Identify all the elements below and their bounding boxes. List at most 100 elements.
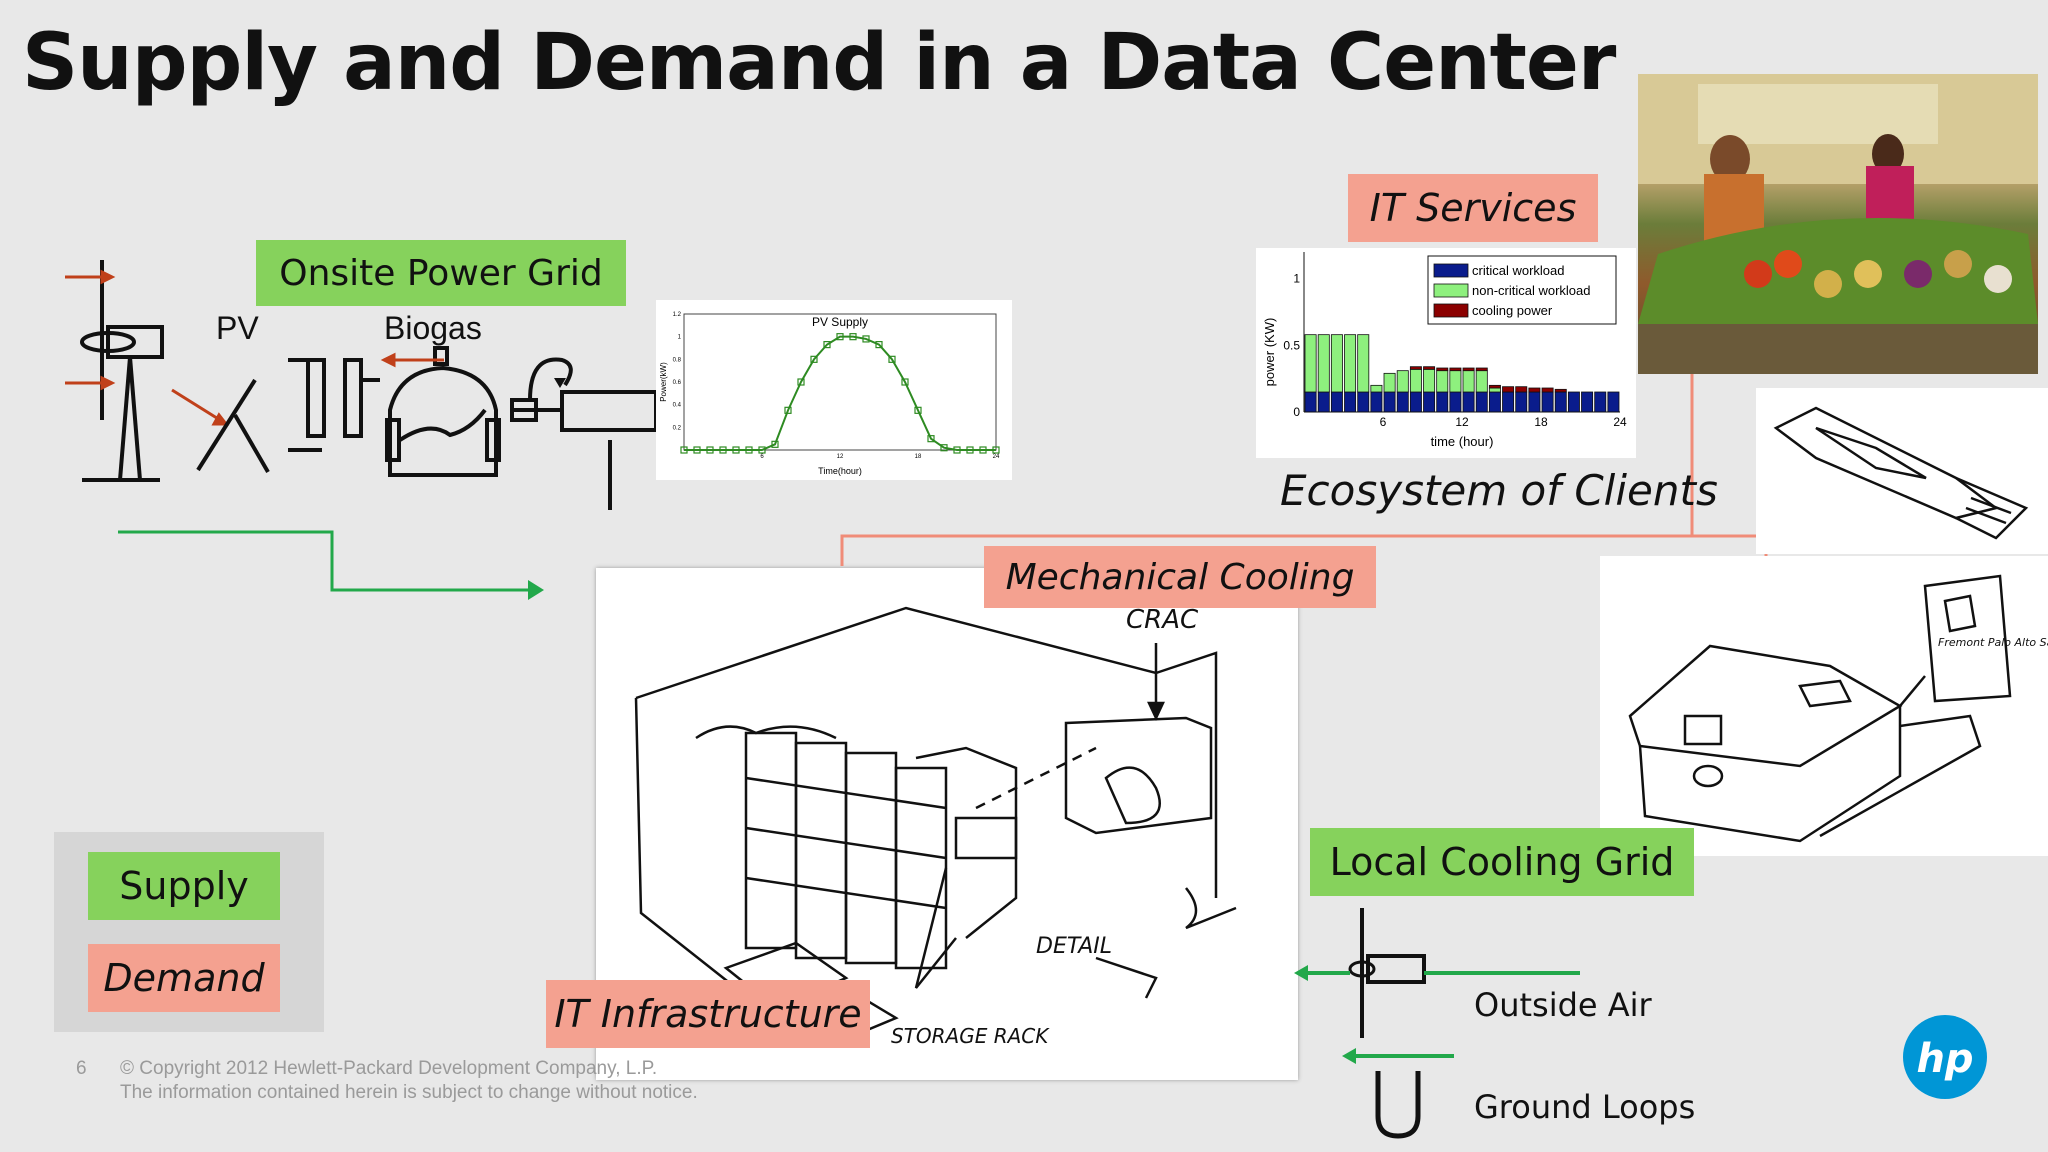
smartphone-icon <box>1773 406 2029 540</box>
bar-segment <box>1436 367 1449 372</box>
bar-segment <box>1528 391 1541 413</box>
bar-segment <box>1304 391 1317 413</box>
bar-segment <box>1370 384 1383 393</box>
pv-data-point <box>771 440 779 448</box>
wind-turbine-icon <box>80 260 164 482</box>
legend-swatch <box>1433 303 1469 318</box>
bar-segment <box>1423 368 1436 393</box>
pv-x-tick: 18 <box>915 454 922 460</box>
bar-segment <box>1383 372 1396 393</box>
bar-segment <box>1409 368 1422 393</box>
ground-loop-icon <box>1342 1048 1454 1139</box>
crac-label: CRAC <box>1126 605 1199 635</box>
pv-data-point <box>914 406 922 414</box>
bar-segment <box>1554 388 1567 393</box>
smartphone-sketch <box>1756 388 2048 554</box>
bar-segment <box>1541 387 1554 393</box>
bar-segment <box>1317 391 1330 413</box>
pv-plot-frame <box>683 313 997 451</box>
bar-segment <box>1462 370 1475 393</box>
pv-y-tick: 0.4 <box>673 403 682 409</box>
bar-segment <box>1515 391 1528 413</box>
bar-segment <box>1502 386 1515 393</box>
bar-segment <box>1475 367 1488 372</box>
bar-segment <box>1475 391 1488 413</box>
pv-y-tick: 0.2 <box>673 425 682 431</box>
outside-air-icon <box>1294 908 1580 1038</box>
printer-icon: Fremont Palo Alto San Fran = $150 <box>1628 574 2048 843</box>
wind-arrow-icon <box>65 269 230 426</box>
bar-segment <box>1449 391 1462 413</box>
bar-segment <box>1304 334 1317 393</box>
bar-x-tick: 24 <box>1613 415 1627 429</box>
bar-segment <box>1423 391 1436 413</box>
pv-data-point <box>680 446 688 454</box>
mechanical-cooling-label: Mechanical Cooling <box>984 546 1376 608</box>
bar-segment <box>1607 391 1620 413</box>
pv-data-point <box>797 378 805 386</box>
cooling-supply-schematic <box>1294 908 1580 1139</box>
pv-data-point <box>732 446 740 454</box>
pv-y-tick: 1.2 <box>673 312 682 318</box>
pv-data-point <box>719 446 727 454</box>
pv-data-point <box>758 446 766 454</box>
legend-swatch <box>1433 263 1469 278</box>
bar-x-tick: 12 <box>1455 415 1469 429</box>
bar-segment <box>1541 391 1554 413</box>
bar-segment <box>1383 391 1396 413</box>
pv-data-point <box>836 333 844 341</box>
pv-data-point <box>862 335 870 343</box>
pv-data-point <box>745 446 753 454</box>
bar-segment <box>1330 391 1343 413</box>
gas-flow-arrow-icon <box>380 352 444 368</box>
pv-data-point <box>784 406 792 414</box>
bar-segment <box>1502 391 1515 413</box>
pv-data-point <box>966 446 974 454</box>
bar-segment <box>1488 387 1501 393</box>
receipt-text: Fremont Palo Alto San Fran = $150 <box>1938 636 2048 649</box>
bar-y-axis-label: power (KW) <box>1262 318 1277 387</box>
bar-segment <box>1449 367 1462 372</box>
pv-data-point <box>979 446 987 454</box>
bar-y-tick: 0 <box>1293 405 1300 419</box>
pv-data-point <box>940 444 948 452</box>
it-services-label: IT Services <box>1348 174 1598 242</box>
bar-x-tick: 6 <box>1380 415 1387 429</box>
bar-segment <box>1488 384 1501 389</box>
bar-segment <box>1357 334 1370 393</box>
pv-data-point <box>823 340 831 349</box>
detail-label: DETAIL <box>1036 934 1112 959</box>
bar-segment <box>1423 366 1436 370</box>
pv-x-axis-label: Time(hour) <box>818 466 862 476</box>
bar-x-tick: 18 <box>1534 415 1548 429</box>
notice-text: The information contained herein is subj… <box>120 1082 698 1103</box>
bar-segment <box>1462 367 1475 372</box>
bar-segment <box>1528 387 1541 393</box>
pv-x-tick: 12 <box>837 454 844 460</box>
outside-air-label: Outside Air <box>1474 986 1652 1024</box>
pv-data-point <box>901 378 909 386</box>
pv-supply-line <box>684 335 996 451</box>
bar-segment <box>1436 370 1449 393</box>
bar-x-axis-label: time (hour) <box>1431 434 1494 449</box>
legend-swatch <box>1433 283 1469 298</box>
pv-label: PV <box>216 310 259 346</box>
bar-y-tick: 1 <box>1293 272 1300 286</box>
copyright-text: © Copyright 2012 Hewlett-Packard Develop… <box>120 1058 658 1079</box>
onsite-power-grid-label: Onsite Power Grid <box>256 240 626 306</box>
bar-segment <box>1581 391 1594 413</box>
bar-segment <box>1567 391 1580 413</box>
bar-segment <box>1409 366 1422 370</box>
pv-data-point <box>810 355 818 363</box>
pv-data-point <box>849 333 857 341</box>
bar-segment <box>1436 391 1449 413</box>
it-infrastructure-label: IT Infrastructure <box>546 980 870 1048</box>
power-generation-schematic <box>65 260 658 510</box>
bar-segment <box>1370 391 1383 413</box>
pv-data-point <box>693 446 701 454</box>
legend-demand: Demand <box>88 944 280 1012</box>
supply-flow-arrow <box>118 530 544 600</box>
pv-y-tick: 1 <box>678 335 682 341</box>
page-number: 6 <box>76 1058 87 1079</box>
